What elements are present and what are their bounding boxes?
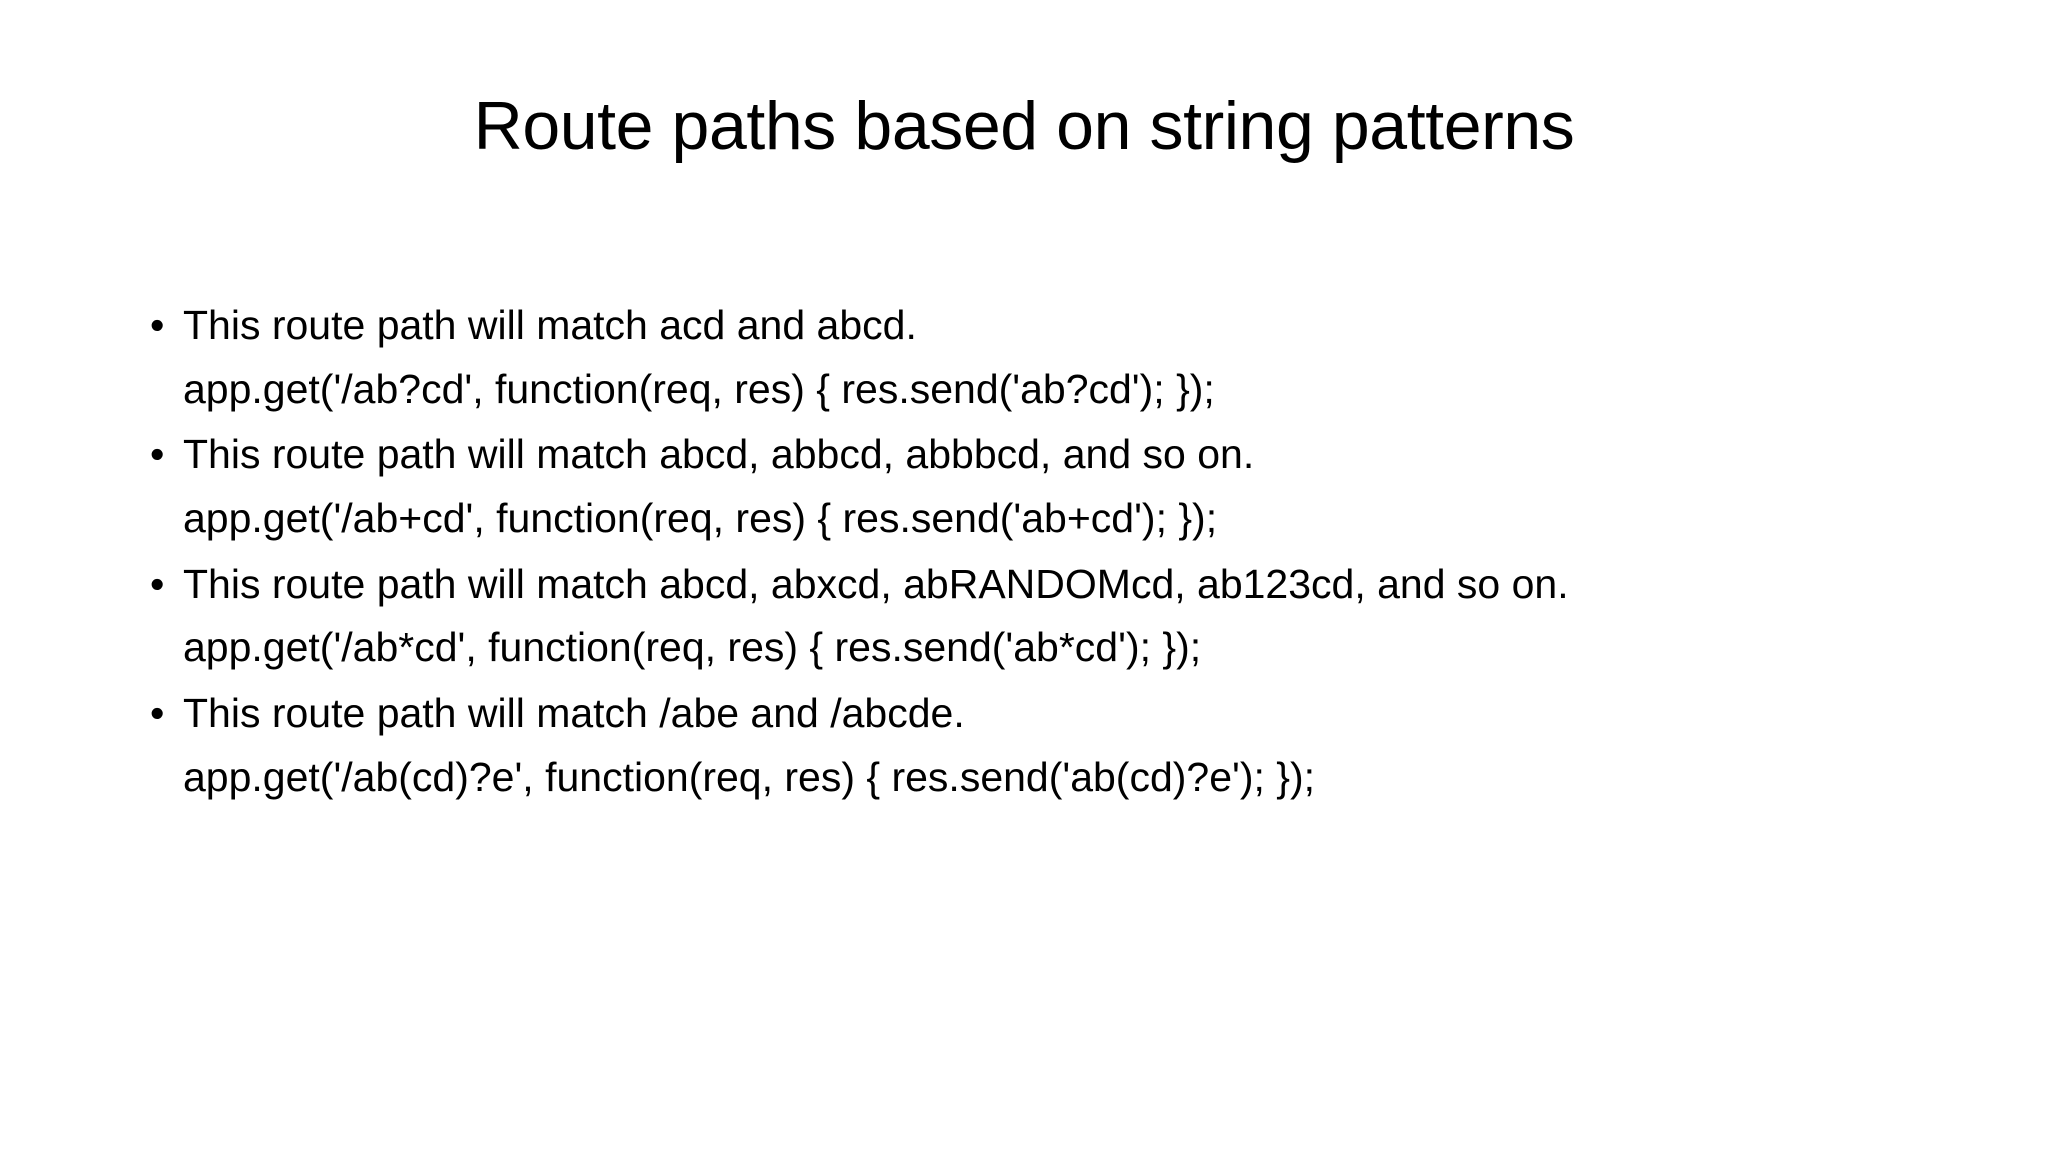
code-line: •app.get('/ab?cd', function(req, res) { … [150, 364, 1940, 416]
bullet-glyph-icon: • [150, 560, 165, 607]
slide-body-placeholder: • This route path will match acd and abcd… [150, 300, 1940, 809]
bullet-item: • This route path will match abcd, abbcd,… [150, 429, 1940, 481]
code-line-text: app.get('/ab?cd', function(req, res) { r… [183, 365, 1215, 412]
bullet-item: • This route path will match abcd, abxcd,… [150, 559, 1940, 611]
bullet-glyph-icon: • [150, 689, 165, 736]
bullet-item-text: This route path will match abcd, abbcd, … [183, 431, 1255, 478]
code-line: •app.get('/ab(cd)?e', function(req, res)… [150, 752, 1940, 804]
bullet-item-text: This route path will match acd and abcd. [183, 302, 917, 348]
code-line-text: app.get('/ab*cd', function(req, res) { r… [183, 624, 1202, 671]
bullet-item-text: This route path will match abcd, abxcd, … [183, 560, 1569, 607]
code-line: •app.get('/ab*cd', function(req, res) { … [150, 622, 1940, 674]
bullet-item: • This route path will match acd and abcd… [150, 300, 1940, 352]
slide-title-placeholder: Route paths based on string patterns [128, 86, 1920, 166]
bullet-item: • This route path will match /abe and /ab… [150, 688, 1940, 740]
code-line-text: app.get('/ab+cd', function(req, res) { r… [183, 494, 1218, 541]
page-title: Route paths based on string patterns [473, 88, 1575, 164]
bullet-glyph-icon: • [150, 302, 165, 348]
bullet-item-text: This route path will match /abe and /abc… [183, 689, 965, 736]
code-line-text: app.get('/ab(cd)?e', function(req, res) … [183, 753, 1316, 800]
bullet-glyph-icon: • [150, 431, 165, 478]
code-line: •app.get('/ab+cd', function(req, res) { … [150, 493, 1940, 545]
